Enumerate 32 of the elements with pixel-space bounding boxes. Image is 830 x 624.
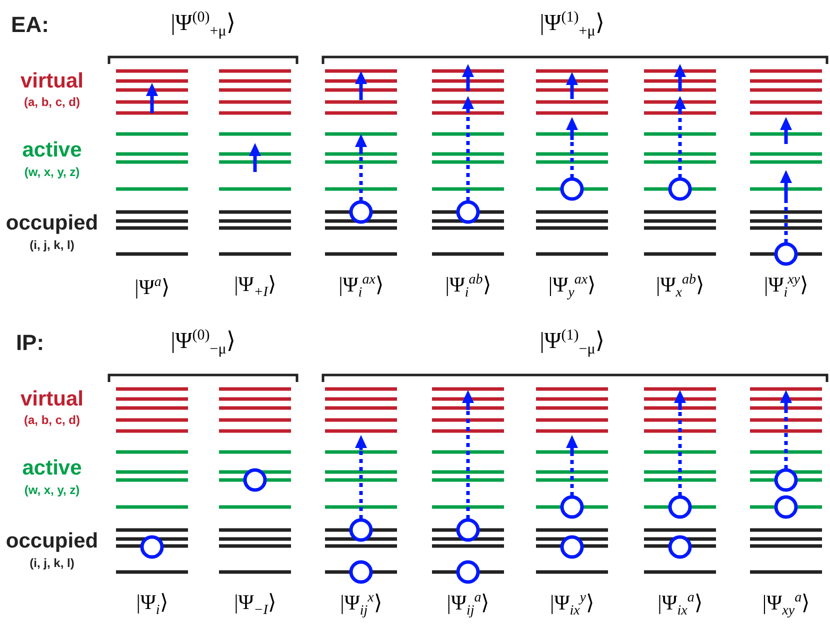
orbital-index-label: (a, b, c, d): [24, 96, 80, 108]
state-label: |Ψ$_{ij}$$^{x}$⟩: [340, 591, 382, 619]
state-label: |Ψ$_{ix}$$^{y}$⟩: [550, 591, 594, 619]
orbital-class-label: virtual: [20, 70, 84, 92]
state-label: |Ψ$_{i}$$^{xy}$⟩: [764, 273, 808, 301]
orbital-index-label: (i, j, k, l): [30, 239, 74, 251]
state-label: |Ψ$_{+I}$⟩: [234, 274, 276, 300]
state-label: |Ψ$^{(0)}$$_{−μ}$⟩: [170, 328, 236, 358]
orbital-index-label: (a, b, c, d): [24, 414, 80, 426]
orbital-class-label: occupied: [6, 530, 98, 552]
state-label: |Ψ$_{ij}$$^{a}$⟩: [446, 591, 490, 619]
state-label: |Ψ$_{i}$$^{ax}$⟩: [338, 273, 384, 301]
orbital-class-label: active: [22, 140, 82, 160]
panel-label: IP:: [16, 332, 44, 354]
orbital-class-label: active: [22, 458, 82, 478]
state-label: |Ψ$_{−I}$⟩: [234, 592, 276, 618]
orbital-class-label: occupied: [6, 212, 98, 234]
state-label: |Ψ$_{ix}$$^{a}$⟩: [658, 591, 702, 619]
state-label: |Ψ$_{i}$$^{ab}$⟩: [445, 273, 491, 301]
orbital-index-label: (i, j, k, l): [30, 557, 74, 569]
orbital-index-label: (w, x, y, z): [24, 484, 80, 496]
state-label: |Ψ$_{xy}$$^{a}$⟩: [762, 591, 810, 619]
state-label: |Ψ$_{y}$$^{ax}$⟩: [548, 273, 596, 301]
state-label: |Ψ$^{(1)}$$_{+μ}$⟩: [540, 10, 604, 40]
state-label: |Ψ$_{i}$⟩: [136, 592, 168, 618]
orbital-index-label: (w, x, y, z): [24, 166, 80, 178]
state-label: |Ψ$^{(0)}$$_{+μ}$⟩: [170, 10, 236, 40]
state-label: |Ψ$^{a}$⟩: [134, 276, 170, 298]
panel-label: EA:: [11, 14, 49, 36]
state-label: |Ψ$^{(1)}$$_{−μ}$⟩: [540, 328, 604, 358]
state-label: |Ψ$_{x}$$^{ab}$⟩: [656, 273, 704, 301]
orbital-class-label: virtual: [20, 388, 84, 410]
